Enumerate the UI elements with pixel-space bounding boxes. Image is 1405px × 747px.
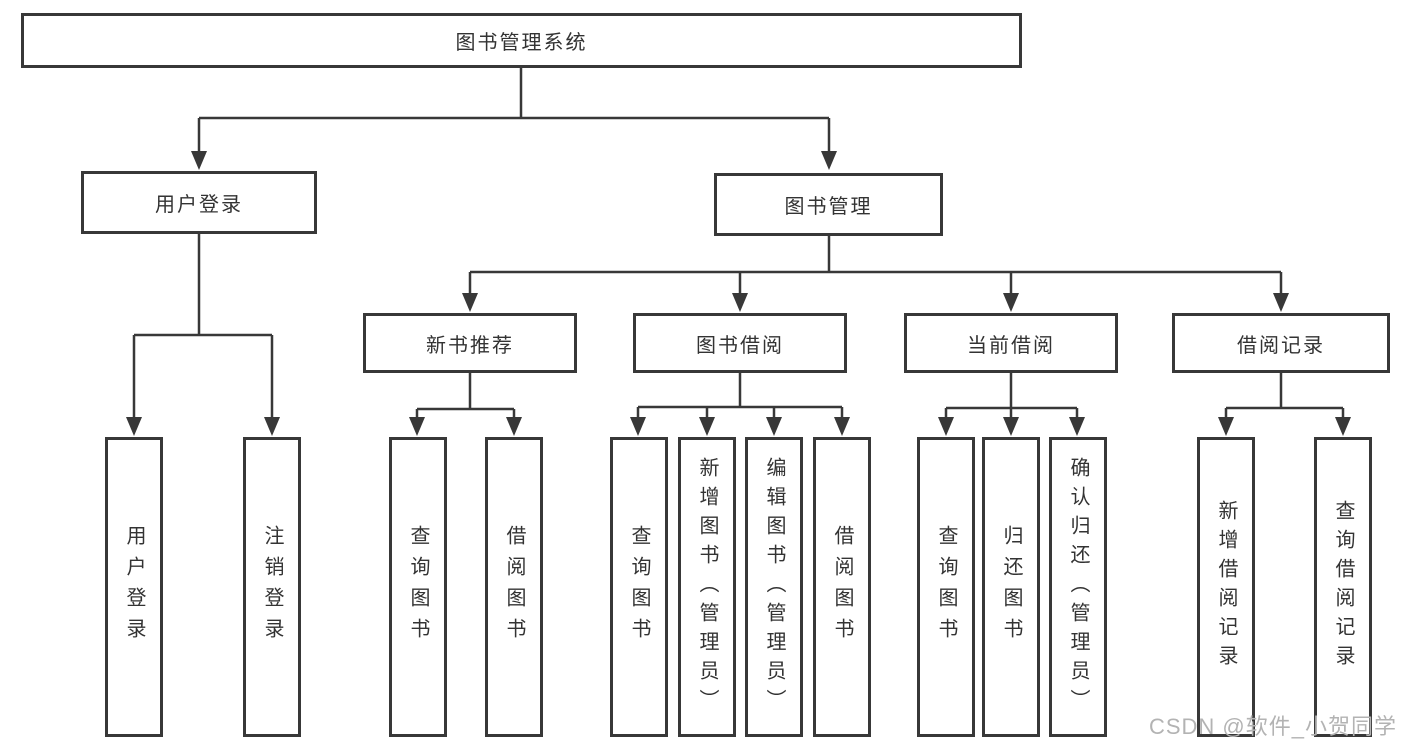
connector-current-borrow-to-leaves (944, 373, 1079, 422)
arrowheads-user-login (126, 417, 280, 436)
leaf-logout: 注销登录 (243, 437, 301, 737)
node-user-login: 用户登录 (81, 171, 317, 234)
leaf-borrow-books-recommend: 借阅图书 (485, 437, 543, 737)
arrowheads-current-borrow (938, 417, 1085, 436)
connector-borrow-record-to-leaves (1224, 373, 1345, 422)
node-book-management: 图书管理 (714, 173, 943, 236)
leaf-query-books-borrowing: 查询图书 (610, 437, 668, 737)
leaf-borrow-books-borrowing: 借阅图书 (813, 437, 871, 737)
leaf-return-book: 归还图书 (982, 437, 1040, 737)
arrowheads-new-book (409, 417, 522, 436)
leaf-query-books-current: 查询图书 (917, 437, 975, 737)
arrowheads-root-to-level2 (191, 151, 837, 170)
node-book-borrowing: 图书借阅 (633, 313, 847, 373)
node-borrowing-records: 借阅记录 (1172, 313, 1390, 373)
leaf-confirm-return-admin: 确认归还（管理员） (1049, 437, 1107, 737)
leaf-query-books-recommend: 查询图书 (389, 437, 447, 737)
connector-new-book-to-leaves (415, 373, 516, 422)
leaf-user-login: 用户登录 (105, 437, 163, 737)
node-new-book-recommend: 新书推荐 (363, 313, 577, 373)
leaf-edit-book-admin: 编辑图书（管理员） (745, 437, 803, 737)
leaf-add-book-admin: 新增图书（管理员） (678, 437, 736, 737)
connector-root-to-level2 (197, 68, 831, 156)
connector-user-login-to-leaves (132, 234, 274, 422)
leaf-query-borrow-record: 查询借阅记录 (1314, 437, 1372, 737)
connector-book-mgmt-to-level3 (468, 236, 1283, 298)
arrowheads-borrow-record (1218, 417, 1351, 436)
node-root-library-system: 图书管理系统 (21, 13, 1022, 68)
connector-book-borrow-to-leaves (636, 373, 844, 422)
csdn-watermark: CSDN @软件_小贺同学 (1148, 714, 1397, 739)
arrowheads-book-mgmt (462, 293, 1289, 312)
node-current-borrowing: 当前借阅 (904, 313, 1118, 373)
leaf-add-borrow-record: 新增借阅记录 (1197, 437, 1255, 737)
arrowheads-book-borrow (630, 417, 850, 436)
